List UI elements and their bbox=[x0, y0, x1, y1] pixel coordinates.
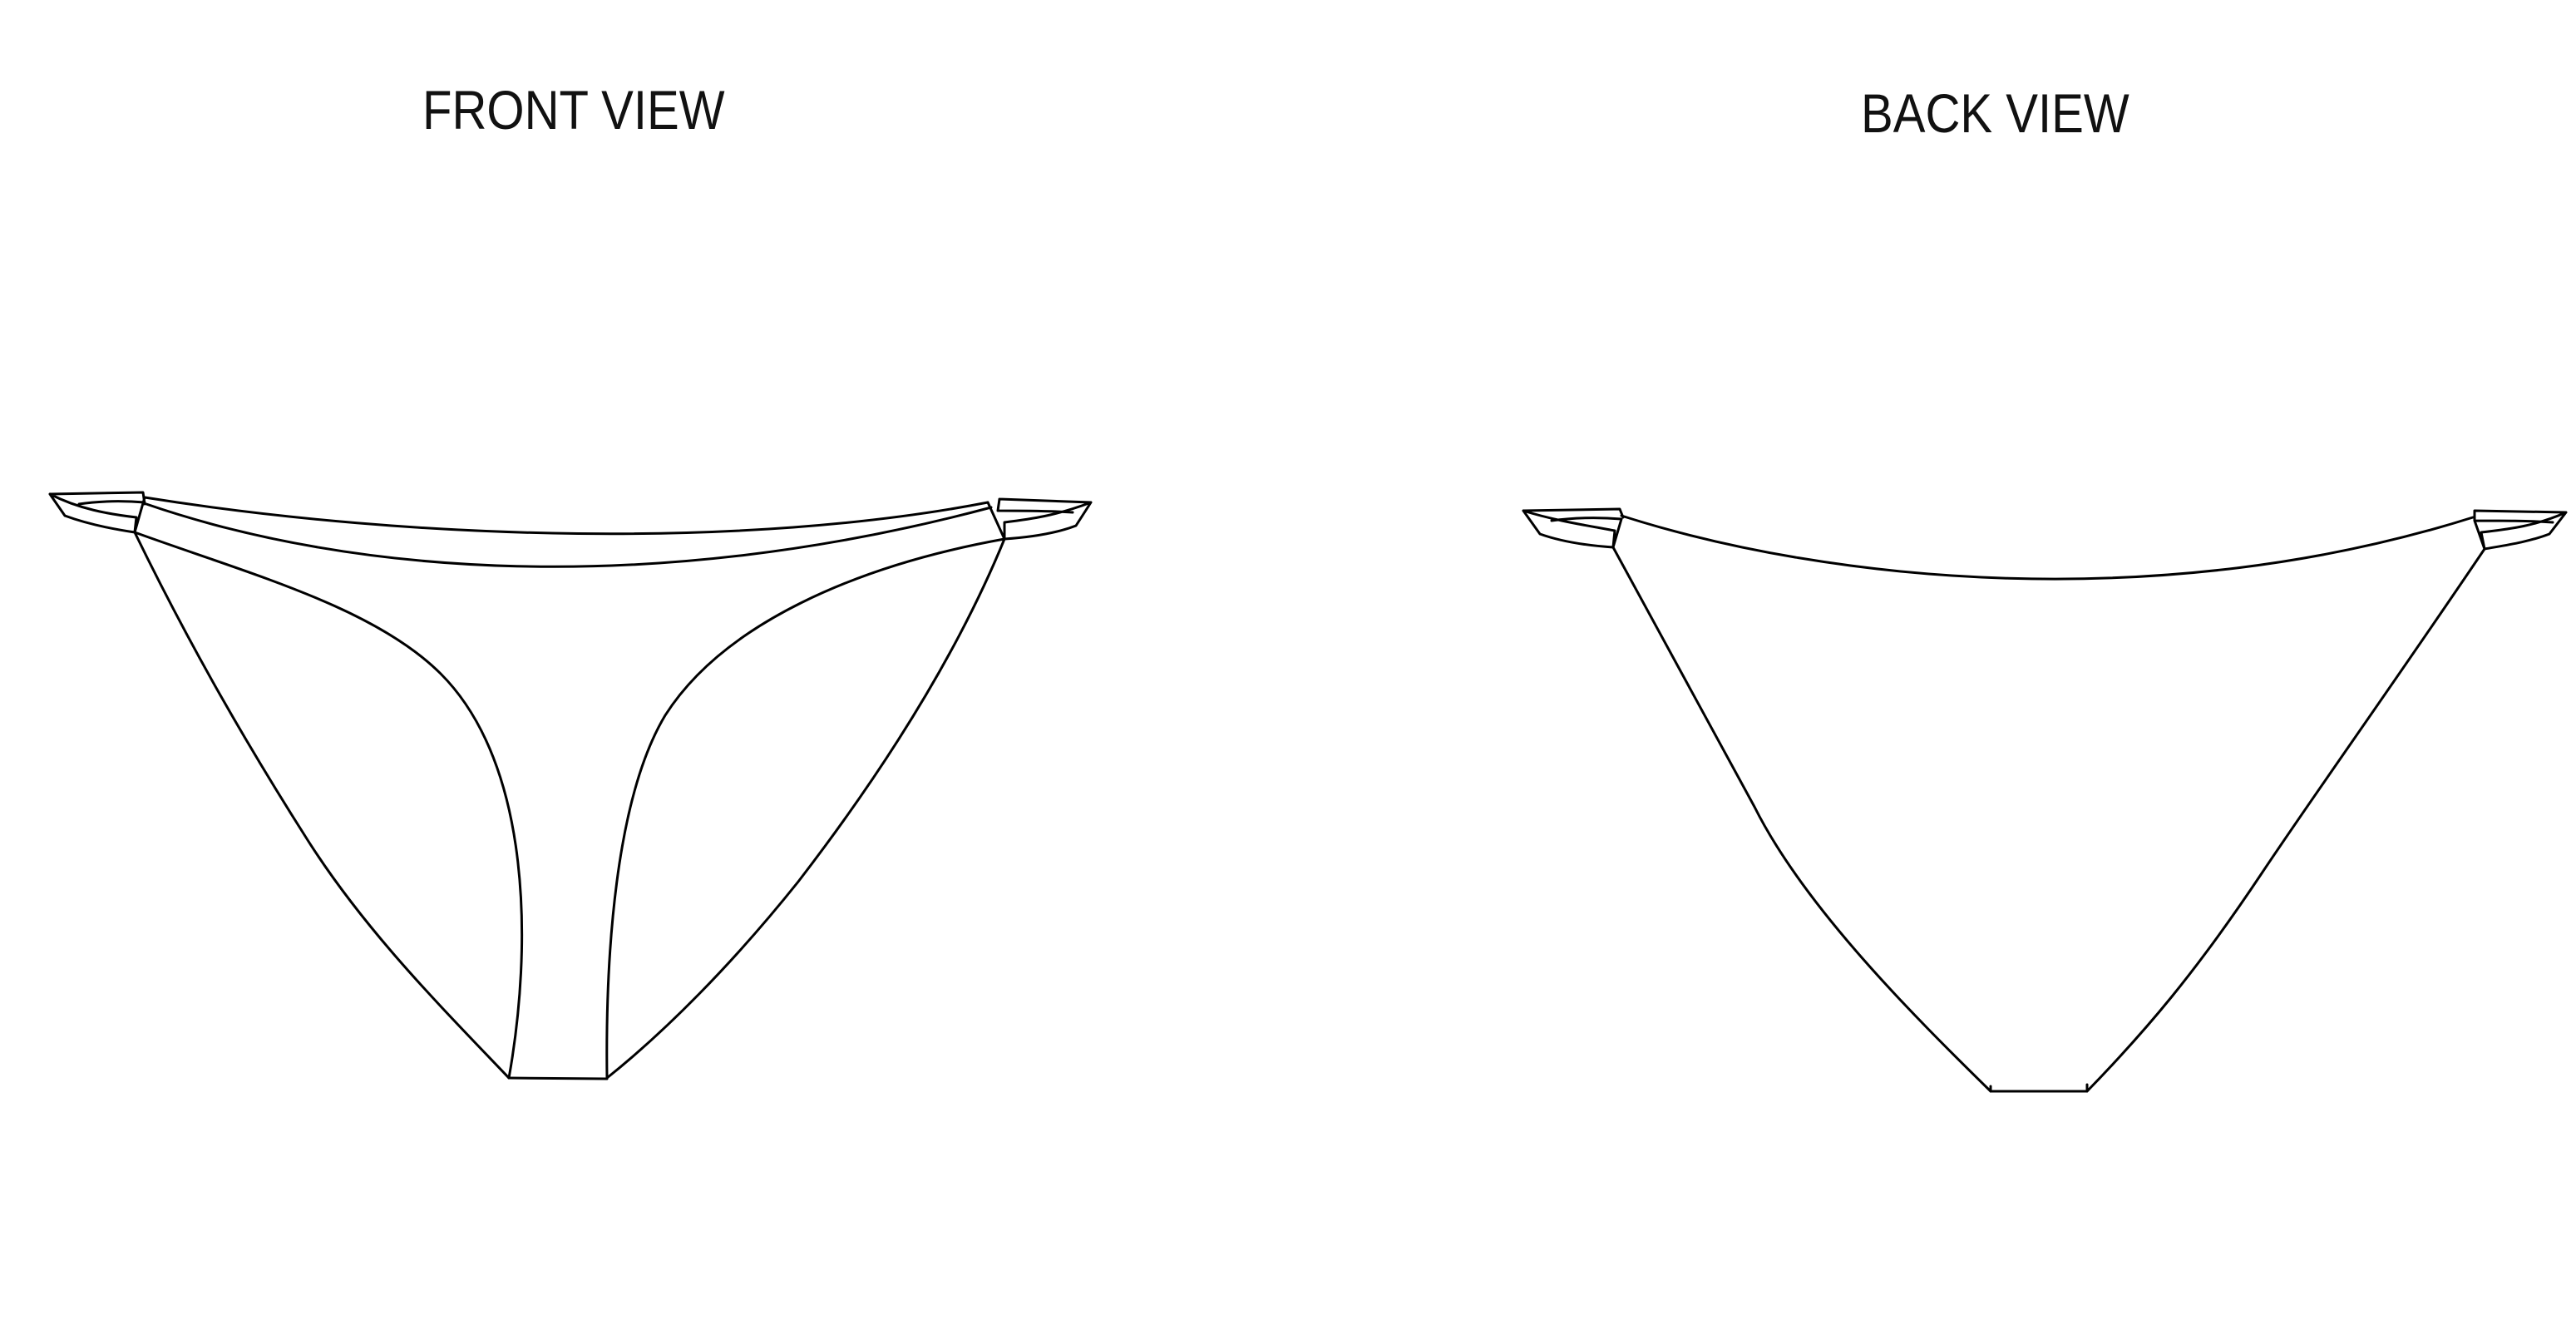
back-crotch-bottom bbox=[1989, 1083, 2089, 1093]
front-left-leg-opening bbox=[133, 531, 511, 1080]
back-view-label: BACK VIEW bbox=[1861, 82, 2129, 144]
front-right-side-tab bbox=[996, 497, 1093, 541]
front-waistband-bottom-edge bbox=[145, 502, 993, 568]
front-left-gusset-seam bbox=[133, 531, 524, 1080]
front-right-band-connector bbox=[986, 501, 1006, 541]
front-crotch-bottom bbox=[507, 1076, 609, 1080]
front-waistband-top-edge bbox=[143, 496, 989, 536]
front-view-drawing bbox=[48, 491, 1093, 1080]
front-view-label: FRONT VIEW bbox=[422, 79, 725, 141]
front-left-side-tab bbox=[48, 491, 146, 534]
back-left-side-tab bbox=[1522, 507, 1625, 549]
back-waistband-edge bbox=[1620, 514, 2475, 581]
back-right-side-tab bbox=[2473, 509, 2568, 551]
back-right-leg-opening bbox=[2085, 547, 2486, 1093]
front-right-gusset-seam bbox=[605, 537, 1006, 1080]
back-view-drawing bbox=[1522, 507, 2568, 1093]
back-left-leg-opening bbox=[1611, 546, 1992, 1093]
front-right-leg-opening bbox=[605, 537, 1006, 1080]
